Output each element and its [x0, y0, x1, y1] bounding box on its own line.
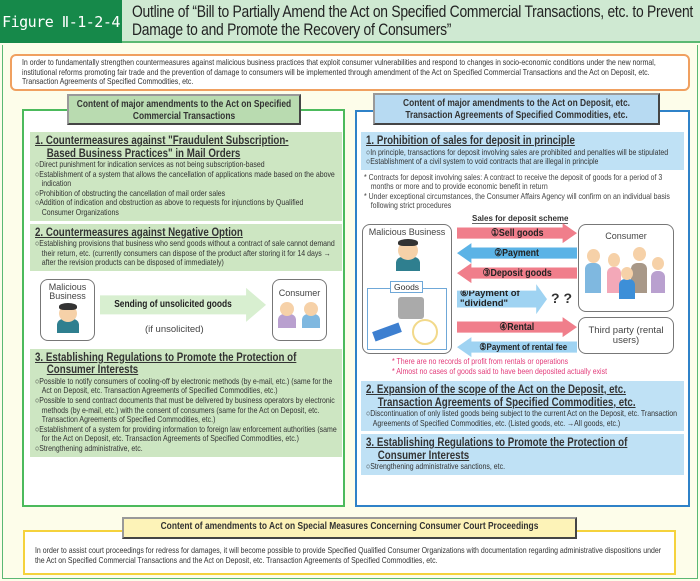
- court-proceedings-label: Content of amendments to Act on Special …: [160, 521, 539, 532]
- section-heading: 2. Expansion of the scope of the Act on …: [366, 383, 626, 397]
- court-proceedings-text: In order to assist court proceedings for…: [35, 545, 662, 565]
- list-item: ○Prohibition of obstructing the cancella…: [35, 187, 226, 198]
- list-item: ○Establishment of a system for providing…: [35, 423, 337, 444]
- left-section-2: 2. Countermeasures against Negative Opti…: [30, 223, 342, 271]
- list-item: ○Possible to send contract documents tha…: [35, 395, 335, 425]
- usb-icon: [372, 322, 402, 342]
- right-panel-label-box: Content of major amendments to the Act o…: [373, 93, 660, 125]
- section-heading: Based Business Practices" in Mail Orders: [46, 146, 241, 160]
- intro-text: In order to fundamentally strengthen cou…: [22, 57, 656, 87]
- right-column: 1. Prohibition of sales for deposit in p…: [361, 132, 684, 475]
- deposit-scheme-diagram: Sales for deposit scheme Malicious Busin…: [361, 214, 684, 378]
- list-item: ○Establishment of a system that allows t…: [35, 168, 335, 189]
- section-heading: Consumer Interests: [377, 448, 470, 462]
- arrow-label: ③Deposit goods: [482, 267, 552, 280]
- deposit-notes: * Contracts for deposit involving sales:…: [361, 171, 684, 211]
- rental-fee-arrow: ⑤Payment of rental fee: [457, 337, 577, 358]
- list-item: ○Possible to notify consumers of cooling…: [35, 375, 333, 396]
- goods-label: Goods: [390, 281, 424, 294]
- figure-title-wrap: Outline of “Bill to Partially Amend the …: [132, 3, 697, 41]
- right-section-1: 1. Prohibition of sales for deposit in p…: [361, 132, 684, 170]
- section-heading: 3. Establishing Regulations to Promote t…: [35, 350, 297, 364]
- list-item: ○Addition of indication and obstruction …: [35, 197, 304, 217]
- arrow-label: ⑥Payment of "dividend": [460, 288, 520, 310]
- section-heading: 1. Countermeasures against "Fraudulent S…: [35, 134, 289, 147]
- consumer-label: Consumer: [605, 231, 647, 242]
- business-label: Malicious Business: [368, 227, 446, 238]
- note: * There are no records of profit from re…: [392, 356, 569, 367]
- unsolicited-goods-arrow: Sending of unsolicited goods: [100, 287, 266, 322]
- consumers-group-icon: [579, 241, 673, 301]
- sell-goods-arrow: ①Sell goods: [457, 223, 577, 244]
- section-heading: 3. Establishing Regulations to Promote t…: [366, 436, 628, 450]
- question-marks: ? ?: [551, 290, 572, 307]
- arrow-label: Sending of unsolicited goods: [114, 299, 232, 311]
- court-proceedings-label-box: Content of amendments to Act on Special …: [122, 517, 577, 539]
- necklace-icon: [412, 319, 438, 346]
- list-item: ○Direct punishment for indication servic…: [35, 159, 265, 169]
- right-panel-label: Content of major amendments to the Act o…: [403, 98, 630, 121]
- businessman-icon: [41, 302, 94, 333]
- arrow-label: ⑤Payment of rental fee: [479, 341, 567, 353]
- list-item: ○Establishment of a civil system to void…: [366, 156, 599, 167]
- right-section-3: 3. Establishing Regulations to Promote t…: [361, 434, 684, 475]
- left-panel-label: Content of major amendments to the Act o…: [76, 99, 292, 122]
- list-item: ○Discontinuation of only listed goods be…: [366, 408, 678, 428]
- section-heading: 1. Prohibition of sales for deposit in p…: [366, 134, 575, 147]
- section-heading: Transaction Agreements of Specified Comm…: [377, 395, 636, 409]
- left-panel-label-box: Content of major amendments to the Act o…: [67, 94, 301, 125]
- phone-icon: [398, 297, 424, 320]
- arrow-label: ④Rental: [499, 321, 535, 334]
- dividend-arrow: ⑥Payment of "dividend": [457, 284, 547, 315]
- payment-arrow: ②Payment: [457, 243, 577, 264]
- section-heading: Consumer Interests: [46, 363, 139, 377]
- list-item: ○Strengthening administrative sanctions,…: [366, 461, 506, 472]
- rental-arrow: ④Rental: [457, 317, 577, 338]
- businessman-icon: [363, 239, 451, 272]
- list-item: ○In principle, transactions for deposit …: [366, 146, 669, 157]
- figure-title: Outline of “Bill to Partially Amend the …: [132, 3, 694, 39]
- malicious-business-box: Malicious Business: [40, 278, 95, 341]
- right-section-2: 2. Expansion of the scope of the Act on …: [361, 381, 684, 432]
- arrow-label: ②Payment: [494, 247, 540, 260]
- scheme-title: Sales for deposit scheme: [472, 214, 569, 225]
- business-label: Malicious Business: [48, 281, 87, 301]
- consumers-icon: [273, 298, 326, 328]
- third-party-box: Third party (rental users): [578, 317, 674, 355]
- scheme-notes: * There are no records of profit from re…: [392, 356, 682, 376]
- left-column: 1. Countermeasures against "Fraudulent S…: [30, 132, 342, 457]
- arrow-label: ①Sell goods: [490, 227, 544, 240]
- note: * Under exceptional circumstances, the C…: [364, 190, 670, 211]
- intro-box: In order to fundamentally strengthen cou…: [10, 54, 690, 91]
- negative-option-diagram: Malicious Business Sending of unsolicite…: [30, 274, 342, 346]
- figure-frame: [2, 45, 698, 579]
- consumer-box: Consumer: [578, 224, 674, 313]
- deposit-goods-arrow: ③Deposit goods: [457, 263, 577, 284]
- list-item: ○Establishing provisions that business w…: [35, 238, 335, 268]
- unsolicited-note: (if unsolicited): [145, 323, 204, 335]
- consumer-label: Consumer: [278, 287, 321, 298]
- left-section-3: 3. Establishing Regulations to Promote t…: [30, 348, 342, 457]
- left-section-1: 1. Countermeasures against "Fraudulent S…: [30, 132, 342, 221]
- note: * Contracts for deposit involving sales:…: [364, 171, 663, 192]
- consumer-box: Consumer: [272, 278, 327, 341]
- section-heading: 2. Countermeasures against Negative Opti…: [35, 225, 243, 239]
- list-item: ○Strengthening administrative, etc.: [35, 443, 143, 453]
- goods-box: [367, 288, 447, 351]
- note: * Almost no cases of goods said to have …: [392, 365, 608, 376]
- figure-label: Figure Ⅱ-1-2-4: [0, 0, 122, 43]
